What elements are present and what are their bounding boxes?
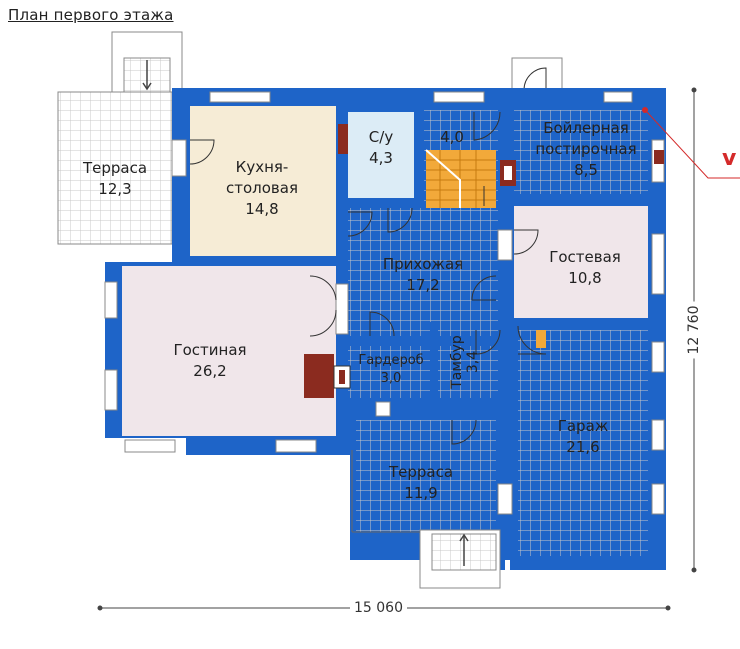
room-garage: Гараж 21,6: [557, 417, 609, 456]
room-hall: Прихожая 17,2: [382, 255, 464, 294]
room-stair-hall: 4,0: [440, 128, 464, 146]
interior-stairs: [425, 149, 496, 208]
room-terrace-left: Терраса 12,3: [82, 159, 148, 198]
room-wardrobe: Гардероб 3,0: [358, 353, 424, 386]
room-living: Гостиная 26,2: [173, 341, 247, 380]
plan-title: План первого этажа: [8, 6, 174, 24]
dimension-height: 12 760: [686, 301, 702, 359]
section-mark-label: v: [722, 146, 737, 171]
room-interiors: [122, 106, 648, 556]
door-swings: [189, 111, 547, 445]
section-mark: [642, 107, 740, 179]
fireplace-units: [304, 124, 664, 398]
top-entrance-stairs: [111, 31, 183, 93]
room-vestibule: Тамбур 3,4: [449, 335, 481, 389]
room-terrace-bottom: Терраса 11,9: [388, 463, 454, 502]
room-bathroom: С/у 4,3: [368, 128, 394, 167]
windows: [104, 91, 665, 515]
room-guest: Гостевая 10,8: [549, 248, 621, 287]
terrace-rail: [351, 450, 420, 533]
room-kitchen: Кухня- столовая 14,8: [226, 158, 298, 218]
dimension-width: 15 060: [350, 600, 407, 616]
boiler-porch: [511, 57, 563, 91]
terrace-left: [57, 91, 173, 245]
bottom-entrance-stairs: [419, 529, 501, 589]
room-boiler: Бойлерная постирочная 8,5: [535, 119, 637, 179]
